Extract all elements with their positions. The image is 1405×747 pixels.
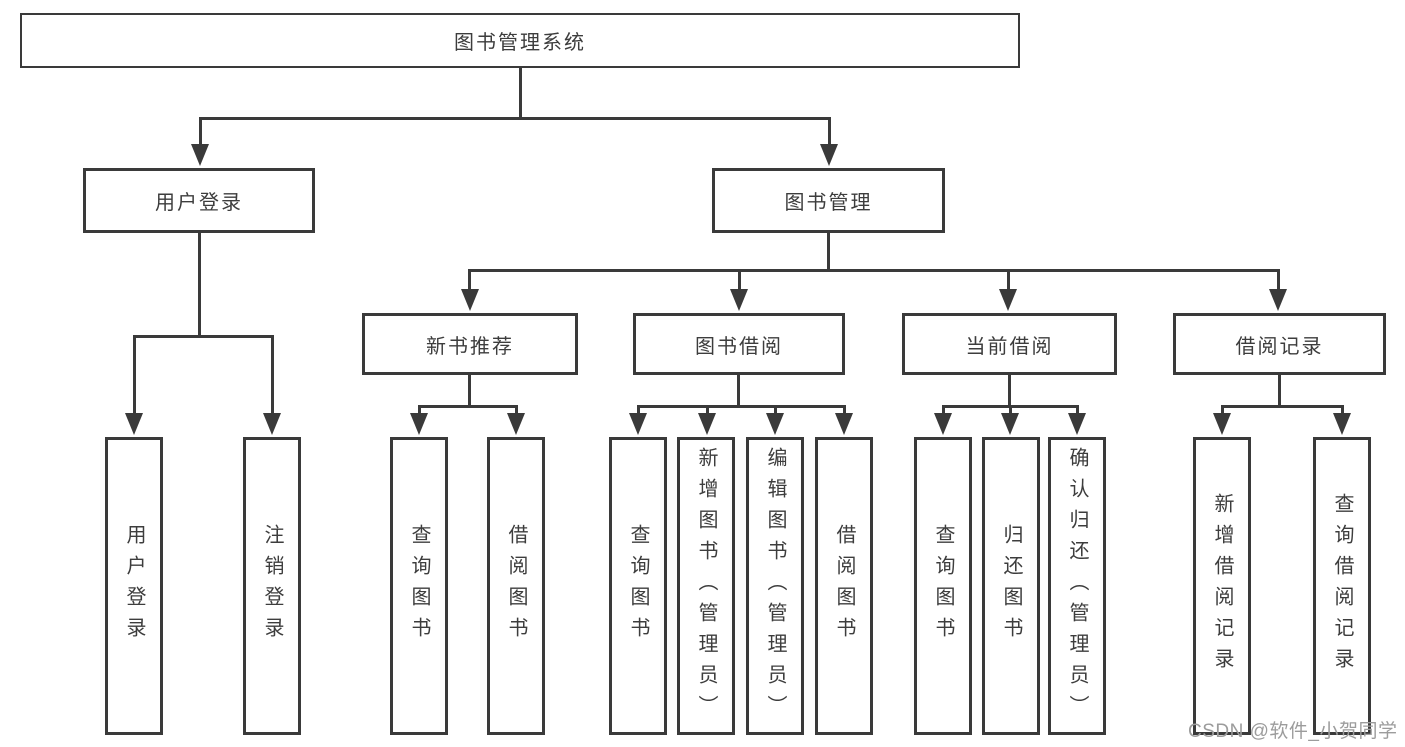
leaf-query-books-current: 查询图书 <box>914 437 972 735</box>
edge-to-leaf-logout <box>271 335 274 415</box>
leaf-borrow-books-label: 借阅图书 <box>833 524 855 648</box>
edge-bb-branch <box>637 405 846 408</box>
arrow-to-borrow-records <box>1269 289 1287 311</box>
leaf-query-books-borrow: 查询图书 <box>609 437 667 735</box>
node-new-book-recommend-label: 新书推荐 <box>426 335 514 358</box>
arrow-to-current-borrow <box>999 289 1017 311</box>
edge-to-book-borrow <box>738 269 741 291</box>
edge-book-mgmt-branch <box>469 269 1280 272</box>
node-borrow-records-label: 借阅记录 <box>1235 335 1324 358</box>
arrow-br-leaf2 <box>1333 413 1351 435</box>
leaf-add-borrow-record-label: 新增借阅记录 <box>1211 493 1233 679</box>
node-borrow-records: 借阅记录 <box>1173 313 1386 375</box>
node-user-login: 用户登录 <box>83 168 315 233</box>
leaf-query-books-current-label: 查询图书 <box>932 524 954 648</box>
edge-br-leaf2 <box>1341 405 1344 415</box>
edge-to-borrow-records <box>1277 269 1280 291</box>
leaf-return-books-label: 归还图书 <box>1000 524 1022 648</box>
node-user-login-label: 用户登录 <box>155 192 243 214</box>
edge-root-stem <box>519 68 522 119</box>
edge-user-login-branch <box>133 335 274 338</box>
arrow-nb-leaf2 <box>507 413 525 435</box>
leaf-add-borrow-record: 新增借阅记录 <box>1193 437 1251 735</box>
edge-root-branch <box>199 117 831 120</box>
arrow-cb-leaf1 <box>934 413 952 435</box>
leaf-confirm-return-admin: 确认归还（管理员） <box>1048 437 1106 735</box>
edge-nb-leaf2 <box>515 405 518 415</box>
leaf-borrow-books-recommend: 借阅图书 <box>487 437 545 735</box>
leaf-add-books-admin-label: 新增图书（管理员） <box>695 446 717 726</box>
edge-user-login-stem <box>198 233 201 337</box>
edge-new-book-branch <box>418 405 518 408</box>
arrow-to-leaf-logout <box>263 413 281 435</box>
edge-cb-stem <box>1008 375 1011 408</box>
edge-br-stem <box>1278 375 1281 408</box>
arrow-cb-leaf3 <box>1068 413 1086 435</box>
leaf-confirm-return-admin-label: 确认归还（管理员） <box>1066 446 1088 726</box>
node-book-borrow: 图书借阅 <box>633 313 845 375</box>
leaf-borrow-books: 借阅图书 <box>815 437 873 735</box>
leaf-query-borrow-record: 查询借阅记录 <box>1313 437 1371 735</box>
leaf-query-books-recommend: 查询图书 <box>390 437 448 735</box>
edge-bb-leaf3 <box>774 405 777 415</box>
edge-nb-leaf1 <box>418 405 421 415</box>
leaf-return-books: 归还图书 <box>982 437 1040 735</box>
leaf-user-login-label: 用户登录 <box>123 524 145 648</box>
arrow-to-new-book <box>461 289 479 311</box>
edge-bb-leaf2 <box>706 405 709 415</box>
node-current-borrow: 当前借阅 <box>902 313 1117 375</box>
node-book-management-label: 图书管理 <box>784 192 873 214</box>
arrow-bb-leaf3 <box>766 413 784 435</box>
leaf-logout-label: 注销登录 <box>261 524 283 648</box>
leaf-query-books-borrow-label: 查询图书 <box>627 524 649 648</box>
node-book-management: 图书管理 <box>712 168 945 233</box>
edge-to-book-mgmt <box>828 117 831 145</box>
leaf-edit-books-admin-label: 编辑图书（管理员） <box>764 446 786 726</box>
arrow-bb-leaf2 <box>698 413 716 435</box>
edge-bb-leaf1 <box>637 405 640 415</box>
leaf-logout: 注销登录 <box>243 437 301 735</box>
node-new-book-recommend: 新书推荐 <box>362 313 578 375</box>
leaf-query-borrow-record-label: 查询借阅记录 <box>1331 493 1353 679</box>
edge-cb-leaf1 <box>942 405 945 415</box>
leaf-borrow-books-recommend-label: 借阅图书 <box>505 524 527 648</box>
node-current-borrow-label: 当前借阅 <box>965 335 1054 358</box>
node-root: 图书管理系统 <box>20 13 1020 68</box>
arrow-to-book-mgmt <box>820 144 838 166</box>
leaf-edit-books-admin: 编辑图书（管理员） <box>746 437 804 735</box>
edge-new-book-stem <box>468 375 471 408</box>
arrow-to-user-login <box>191 144 209 166</box>
edge-to-current-borrow <box>1007 269 1010 291</box>
node-root-label: 图书管理系统 <box>454 32 586 54</box>
arrow-cb-leaf2 <box>1001 413 1019 435</box>
edge-book-mgmt-stem <box>827 233 830 272</box>
edge-to-user-login <box>199 117 202 145</box>
edge-to-leaf-login <box>133 335 136 415</box>
arrow-bb-leaf4 <box>835 413 853 435</box>
edge-bb-leaf4 <box>843 405 846 415</box>
arrow-to-book-borrow <box>730 289 748 311</box>
leaf-add-books-admin: 新增图书（管理员） <box>677 437 735 735</box>
arrow-to-leaf-login <box>125 413 143 435</box>
csdn-watermark: CSDN @软件_小贺同学 <box>1188 721 1398 742</box>
leaf-user-login: 用户登录 <box>105 437 163 735</box>
edge-cb-leaf2 <box>1009 405 1012 415</box>
arrow-nb-leaf1 <box>410 413 428 435</box>
leaf-query-books-recommend-label: 查询图书 <box>408 524 430 648</box>
arrow-bb-leaf1 <box>629 413 647 435</box>
edge-to-new-book <box>468 269 471 291</box>
edge-bb-stem <box>737 375 740 408</box>
edge-br-leaf1 <box>1221 405 1224 415</box>
arrow-br-leaf1 <box>1213 413 1231 435</box>
edge-br-branch <box>1221 405 1344 408</box>
node-book-borrow-label: 图书借阅 <box>695 335 783 358</box>
edge-cb-leaf3 <box>1076 405 1079 415</box>
